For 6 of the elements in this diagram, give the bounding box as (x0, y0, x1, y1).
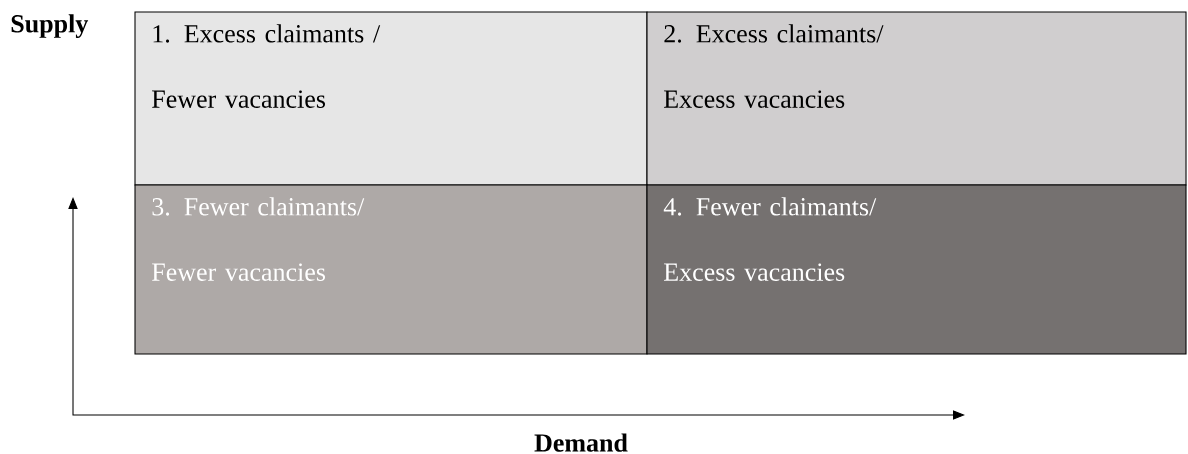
quadrant-cell: 2. Excess claimants/ Excess vacancies (646, 11, 1187, 186)
quadrant-cell: 3. Fewer claimants/ Fewer vacancies (134, 184, 648, 355)
quadrant-cell: 1. Excess claimants / Fewer vacancies (134, 11, 648, 186)
axis-label: Supply (11, 14, 89, 38)
axis-label: Demand (534, 433, 628, 452)
quadrant-cell: 4. Fewer claimants/ Excess vacancies (646, 184, 1187, 355)
